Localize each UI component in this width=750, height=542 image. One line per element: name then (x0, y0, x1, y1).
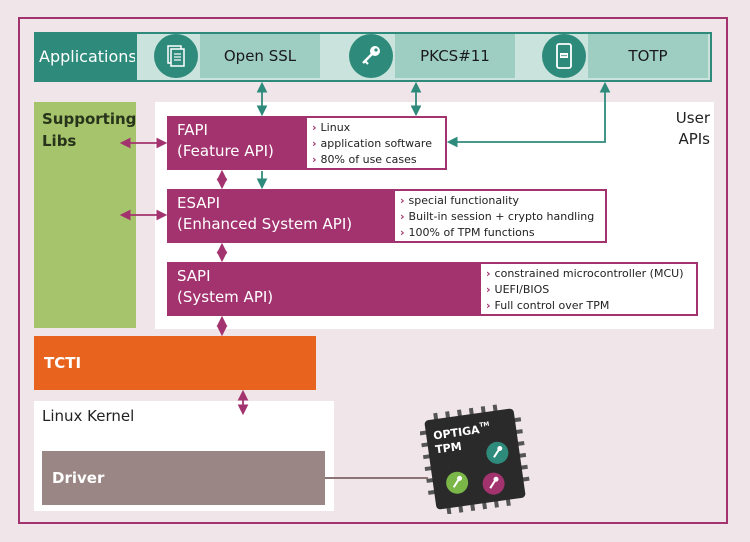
key-icon (349, 34, 393, 78)
fapi-note: ›80% of use cases (312, 153, 417, 166)
esapi-note: ›Built-in session + crypto handling (400, 210, 595, 223)
fapi-name: FAPI (177, 121, 208, 139)
esapi-note: ›special functionality (400, 194, 520, 207)
sapi-notes: ›constrained microcontroller (MCU) ›UEFI… (479, 262, 698, 316)
sapi-note: ›UEFI/BIOS (486, 283, 550, 296)
esapi-name: ESAPI (177, 194, 221, 212)
user-apis-line1: User (675, 109, 710, 127)
tcti-box: TCTI (34, 336, 316, 390)
document-icon (154, 34, 198, 78)
linux-kernel-label: Linux Kernel (42, 407, 135, 425)
user-apis-line2: APIs (678, 130, 710, 148)
chip-label-optiga: OPTIGA (432, 423, 480, 442)
app-totp: TOTP (588, 34, 708, 78)
sapi-name: SAPI (177, 267, 211, 285)
sapi-note: ›Full control over TPM (486, 299, 610, 312)
esapi-full-name: (Enhanced System API) (177, 215, 353, 233)
fapi-note: ›Linux (312, 121, 351, 134)
app-pkcs11: PKCS#11 (395, 34, 515, 78)
sapi-full-name: (System API) (177, 288, 274, 306)
smartphone-icon (542, 34, 586, 78)
arrow-totp-fapi (446, 81, 611, 148)
chip-label-tpm: TPM (434, 440, 462, 457)
driver-box: Driver (42, 451, 325, 505)
fapi-full-name: (Feature API) (177, 142, 274, 160)
fapi-notes: ›Linux ›application software ›80% of use… (305, 116, 447, 170)
supporting-libs-line2: Libs (42, 132, 77, 150)
esapi-notes: ›special functionality ›Built-in session… (393, 189, 607, 243)
optiga-tpm-chip: OPTIGA TM TPM (419, 404, 530, 515)
applications-label: Applications (34, 32, 137, 82)
supporting-libs-line1: Supporting (42, 110, 137, 128)
chip-label-tm: TM (479, 421, 490, 429)
esapi-note: ›100% of TPM functions (400, 226, 535, 239)
sapi-note: ›constrained microcontroller (MCU) (486, 267, 684, 280)
user-apis-label: User APIs (650, 108, 710, 150)
supporting-libs-box: Supporting Libs (34, 102, 136, 328)
sapi-box: SAPI (System API) (167, 262, 479, 316)
app-openssl: Open SSL (200, 34, 320, 78)
esapi-box: ESAPI (Enhanced System API) (167, 189, 393, 243)
fapi-box: FAPI (Feature API) (167, 116, 305, 170)
fapi-note: ›application software (312, 137, 432, 150)
